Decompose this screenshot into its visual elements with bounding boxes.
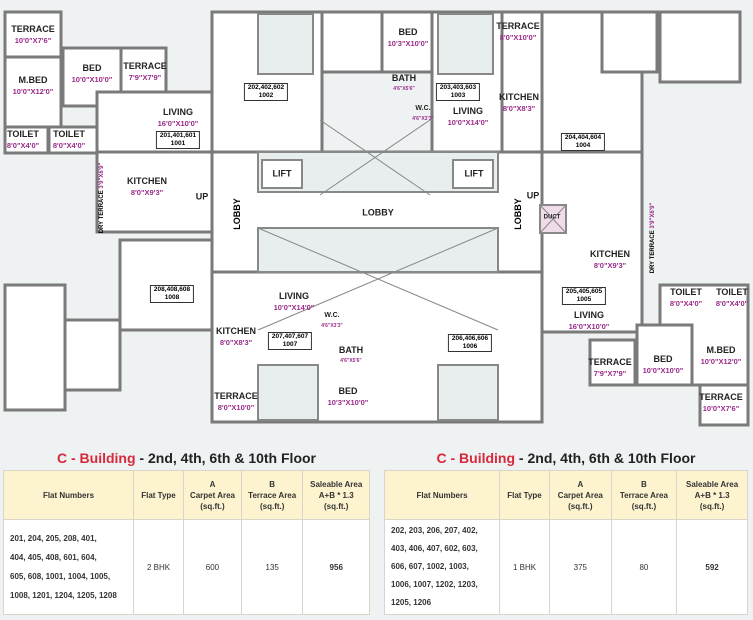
lobby-label: LOBBY [513, 198, 523, 230]
duct-label: DUCT [543, 214, 561, 221]
lift-label: LIFT [272, 168, 292, 179]
header-flat-numbers: Flat Numbers [384, 470, 500, 520]
flat-type-cell: 1 BHK [499, 519, 550, 615]
header-terrace-area: B Terrace Area (sq.ft.) [610, 470, 678, 520]
lift-label: LIFT [464, 168, 484, 179]
table-title: C - Building - 2nd, 4th, 6th & 10th Floo… [436, 450, 696, 466]
header-terrace-area: B Terrace Area (sq.ft.) [240, 470, 304, 520]
table-row: 202, 203, 206, 207, 402,403, 406, 407, 6… [384, 519, 748, 615]
room-wc: W.C.4'6"X3'3" [321, 312, 343, 329]
room-wc: W.C.4'6"X3'3" [412, 105, 434, 122]
floor-plan-drawing [3, 10, 750, 427]
header-flat-type: Flat Type [499, 470, 550, 520]
header-carpet-area: A Carpet Area (sq.ft.) [549, 470, 612, 520]
flat-type-cell: 2 BHK [133, 519, 184, 615]
carpet-area-cell: 375 [549, 519, 612, 615]
header-flat-type: Flat Type [133, 470, 184, 520]
terrace-area-cell: 80 [610, 519, 678, 615]
header-carpet-area: A Carpet Area (sq.ft.) [183, 470, 242, 520]
table-row: 201, 204, 205, 208, 401,404, 405, 408, 6… [3, 519, 370, 615]
area-table-2bhk: C - Building - 2nd, 4th, 6th & 10th Floo… [3, 450, 370, 615]
terrace-area-cell: 135 [240, 519, 304, 615]
stairs-up-label: UP [195, 191, 209, 202]
lobby-label: LOBBY [232, 198, 242, 230]
header-saleable-area: Saleable Area A+B * 1.3 (sq.ft.) [302, 470, 370, 520]
saleable-area-cell: 956 [302, 519, 370, 615]
flat-numbers-cell: 202, 203, 206, 207, 402,403, 406, 407, 6… [384, 519, 500, 615]
room-dry-terrace: DRY TERRACE 3'9"X6'9" [99, 162, 105, 234]
flat-numbers-cell: 201, 204, 205, 208, 401,404, 405, 408, 6… [3, 519, 134, 615]
header-saleable-area: Saleable Area A+B * 1.3 (sq.ft.) [676, 470, 748, 520]
lobby-label: LOBBY [362, 207, 394, 218]
header-flat-numbers: Flat Numbers [3, 470, 134, 520]
carpet-area-cell: 600 [183, 519, 242, 615]
table-title: C - Building - 2nd, 4th, 6th & 10th Floo… [57, 450, 316, 466]
area-table-1bhk: C - Building - 2nd, 4th, 6th & 10th Floo… [384, 450, 748, 615]
room-dry-terrace: DRY TERRACE 3'9"X6'9" [650, 202, 656, 274]
saleable-area-cell: 592 [676, 519, 748, 615]
stairs-up-label: UP [526, 190, 540, 201]
